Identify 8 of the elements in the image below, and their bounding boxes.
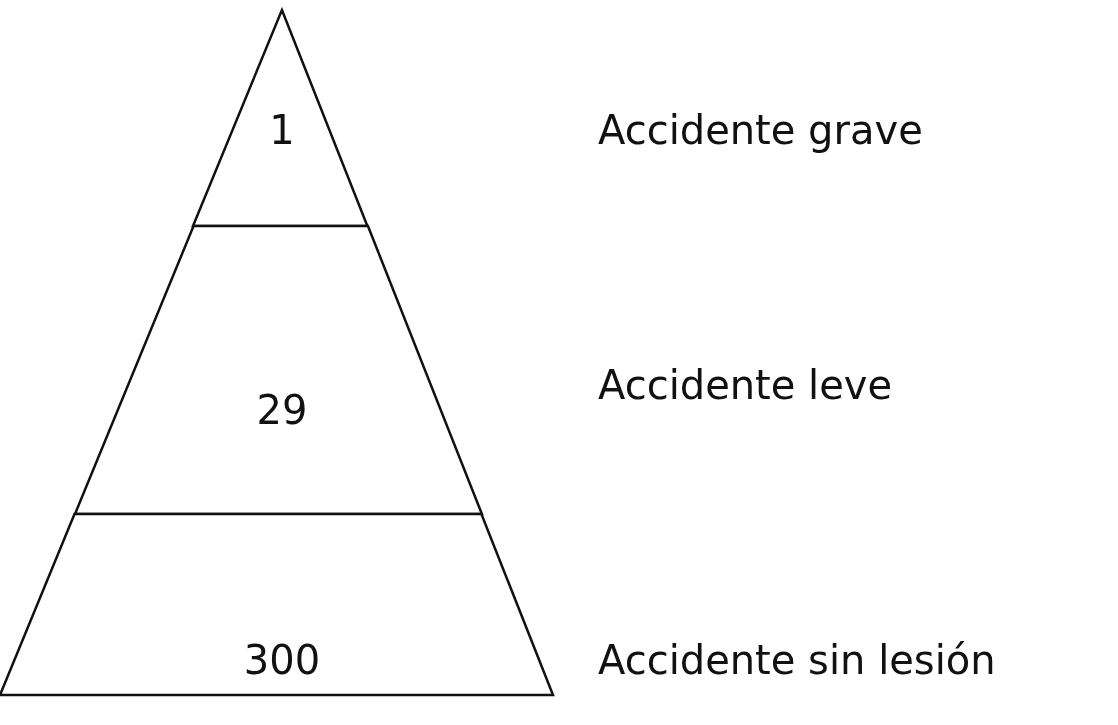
tier-label: Accidente sin lesión [598,637,996,683]
pyramid-top-triangle [193,10,368,226]
tier-count: 1 [269,107,295,153]
tier-label: Accidente leve [598,362,893,408]
tier-label: Accidente grave [598,107,923,153]
tier-count: 29 [256,387,308,433]
tier-count: 300 [243,637,321,683]
pyramid-tier [0,514,553,695]
